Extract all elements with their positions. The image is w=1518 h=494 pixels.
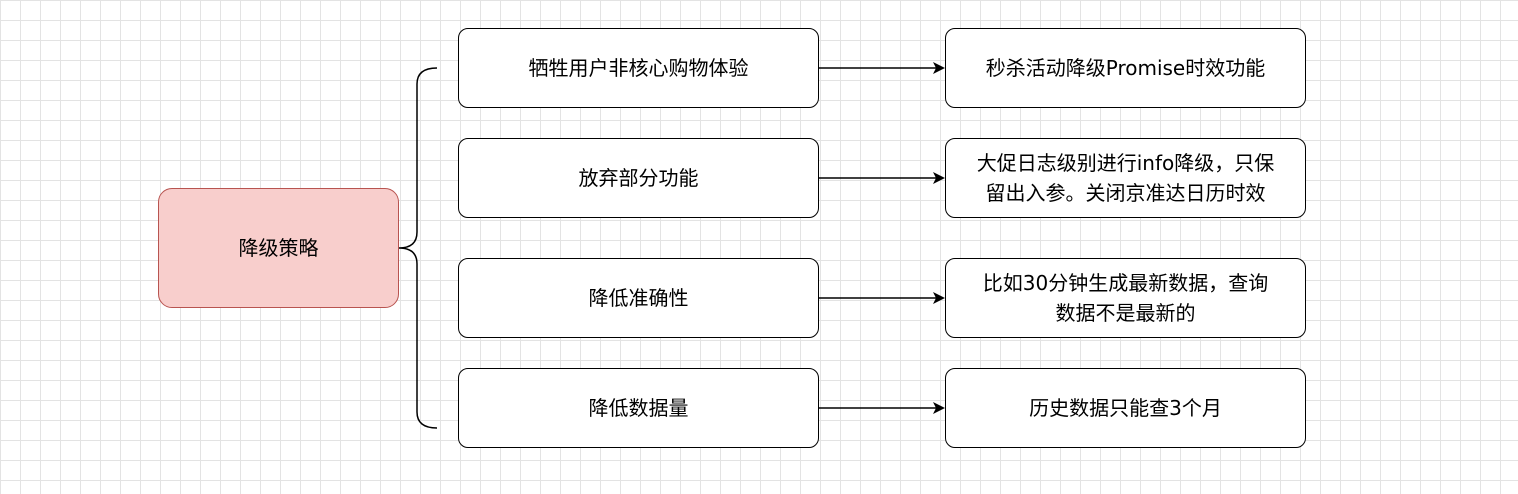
branch-node-2[interactable]: 放弃部分功能 bbox=[458, 138, 819, 218]
detail-node-1[interactable]: 秒杀活动降级Promise时效功能 bbox=[945, 28, 1306, 108]
branch-node-3[interactable]: 降低准确性 bbox=[458, 258, 819, 338]
branch-node-1[interactable]: 牺牲用户非核心购物体验 bbox=[458, 28, 819, 108]
detail-node-label: 大促日志级别进行info降级，只保 留出入参。关闭京准达日历时效 bbox=[976, 151, 1275, 205]
root-node[interactable]: 降级策略 bbox=[158, 188, 399, 308]
curly-bracket-connector bbox=[398, 67, 438, 429]
branch-node-4[interactable]: 降低数据量 bbox=[458, 368, 819, 448]
branch-node-label: 降低准确性 bbox=[588, 286, 689, 310]
branch-node-label: 牺牲用户非核心购物体验 bbox=[528, 56, 749, 80]
detail-node-label: 历史数据只能查3个月 bbox=[1029, 396, 1222, 420]
detail-node-3[interactable]: 比如30分钟生成最新数据，查询 数据不是最新的 bbox=[945, 258, 1306, 338]
detail-node-4[interactable]: 历史数据只能查3个月 bbox=[945, 368, 1306, 448]
detail-node-label: 秒杀活动降级Promise时效功能 bbox=[985, 56, 1266, 80]
root-node-label: 降级策略 bbox=[238, 236, 319, 260]
detail-node-2[interactable]: 大促日志级别进行info降级，只保 留出入参。关闭京准达日历时效 bbox=[945, 138, 1306, 218]
branch-node-label: 放弃部分功能 bbox=[578, 166, 699, 190]
branch-node-label: 降低数据量 bbox=[588, 396, 689, 420]
detail-node-label: 比如30分钟生成最新数据，查询 数据不是最新的 bbox=[982, 271, 1269, 325]
